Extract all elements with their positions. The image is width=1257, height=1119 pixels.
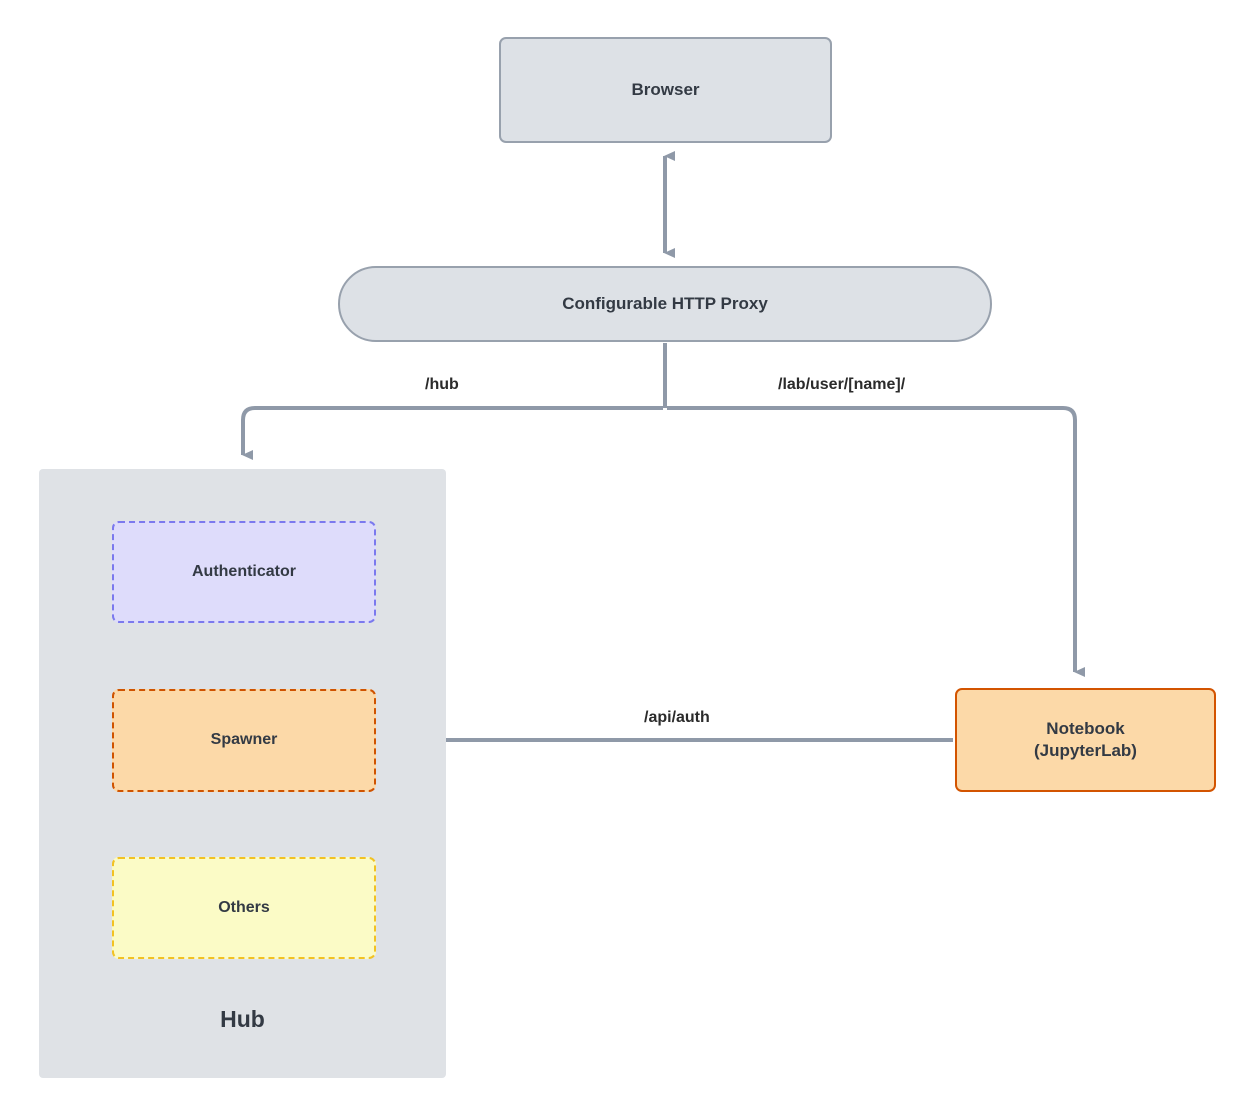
- node-proxy-label: Configurable HTTP Proxy: [562, 294, 768, 314]
- node-configurable-http-proxy[interactable]: Configurable HTTP Proxy: [338, 266, 992, 342]
- edge-label-api-auth: /api/auth: [644, 709, 710, 726]
- node-spawner[interactable]: Spawner: [112, 689, 376, 792]
- node-notebook-labels: Notebook (JupyterLab): [1034, 718, 1137, 762]
- edge-label-lab-user-path: /lab/user/[name]/: [778, 376, 906, 393]
- node-others[interactable]: Others: [112, 857, 376, 959]
- edge-proxy-hub: [241, 406, 663, 460]
- node-spawner-label: Spawner: [210, 731, 278, 749]
- node-authenticator[interactable]: Authenticator: [112, 521, 376, 623]
- edge-label-hub-path: /hub: [425, 376, 459, 393]
- node-notebook-label-line1: Notebook: [1046, 719, 1125, 739]
- node-notebook-label-line2: (JupyterLab): [1034, 741, 1137, 760]
- node-notebook[interactable]: Notebook (JupyterLab): [955, 688, 1216, 792]
- node-browser[interactable]: Browser: [499, 37, 832, 143]
- node-others-label: Others: [218, 898, 270, 916]
- edge-proxy-notebook: [667, 406, 1085, 677]
- node-hub-label: Hub: [39, 1000, 446, 1038]
- node-authenticator-label: Authenticator: [192, 562, 296, 580]
- node-browser-label: Browser: [631, 80, 700, 100]
- hub-label-text: Hub: [220, 1005, 265, 1032]
